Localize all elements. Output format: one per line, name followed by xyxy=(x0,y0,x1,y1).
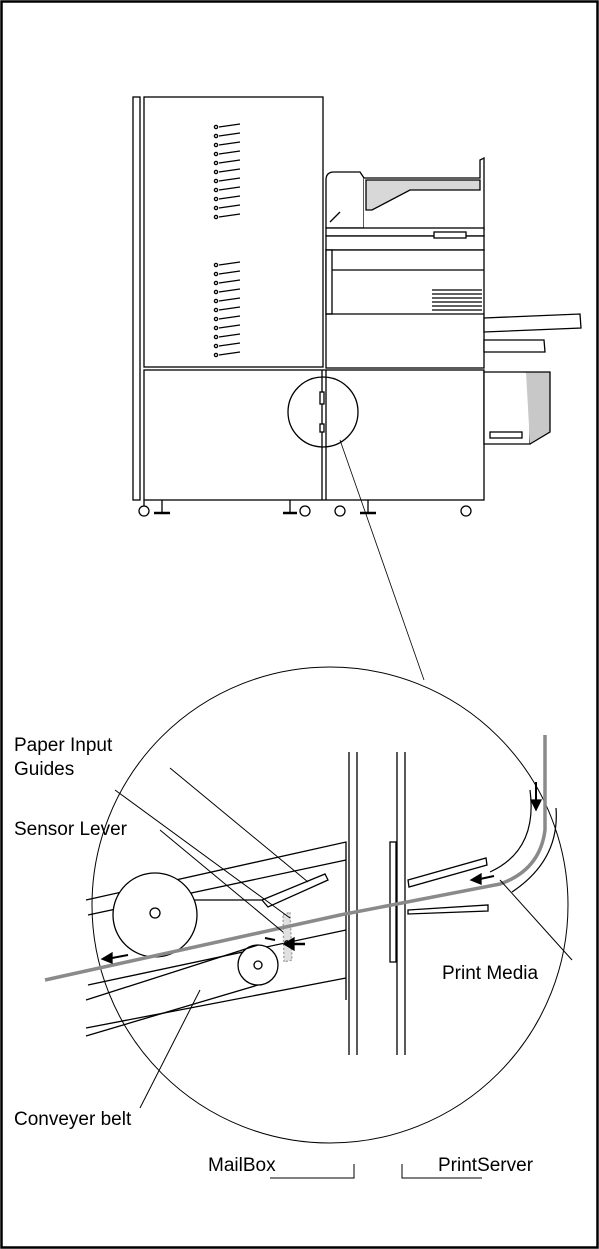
printer-vents xyxy=(432,289,482,311)
mailbox-bin-dots-upper xyxy=(213,124,219,220)
mailbox-label: MailBox xyxy=(208,1155,276,1176)
machine-overview xyxy=(132,96,582,517)
casters xyxy=(138,500,472,517)
paper-input-guides-label-line2: Guides xyxy=(14,759,75,780)
mailbox-bins-upper xyxy=(218,123,241,218)
mailbox-bin-dots-lower xyxy=(213,262,219,358)
conveyer-belt-label: Conveyer belt xyxy=(14,1109,132,1130)
detail-marker-circle xyxy=(287,376,359,448)
paper-input-guides-label-line1: Paper Input xyxy=(14,735,113,756)
paper-direction-arrows xyxy=(100,782,543,964)
sensor-lever-label: Sensor Lever xyxy=(14,819,128,840)
print-media-label: Print Media xyxy=(442,963,539,984)
mailbox-bins-lower xyxy=(218,261,241,356)
detail-view xyxy=(44,666,573,1179)
print-media-path xyxy=(44,735,547,982)
zoom-leader-line xyxy=(339,439,425,681)
printserver-label: PrintServer xyxy=(438,1155,534,1176)
